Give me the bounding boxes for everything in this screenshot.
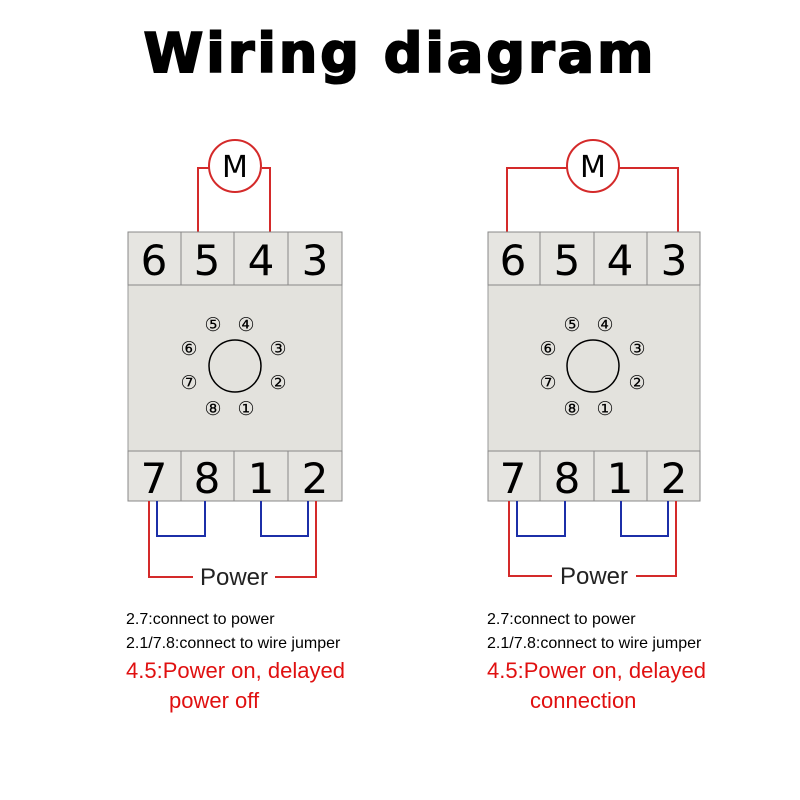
bottom-terminal-strip: 7 8 1 2 xyxy=(487,450,701,503)
pin-7: ⑦ xyxy=(180,372,197,394)
top-terminal-3: 3 xyxy=(302,236,329,285)
note-function-cont: connection xyxy=(530,688,637,713)
note-jumper: 2.1/7.8:connect to wire jumper xyxy=(487,635,702,652)
top-terminal-4: 4 xyxy=(248,236,275,285)
motor-label: M xyxy=(580,150,606,185)
jumper-wire-7-8 xyxy=(156,501,206,537)
pin-5: ⑤ xyxy=(563,314,580,336)
power-wire-left xyxy=(508,501,552,577)
note-function-cont: power off xyxy=(169,688,260,713)
bottom-terminal-2: 2 xyxy=(661,454,688,503)
pin-7: ⑦ xyxy=(539,372,556,394)
pin-8: ⑧ xyxy=(563,398,580,420)
top-terminal-4: 4 xyxy=(607,236,634,285)
power-wire-left xyxy=(148,501,193,578)
top-terminal-5: 5 xyxy=(554,236,581,285)
motor-wire-left xyxy=(197,167,212,232)
bottom-terminal-1: 1 xyxy=(248,454,275,503)
bottom-terminal-8: 8 xyxy=(554,454,581,503)
power-wire-right xyxy=(275,501,317,578)
notes-left: 2.7:connect to power 2.1/7.8:connect to … xyxy=(126,608,345,716)
socket-center-circle xyxy=(208,339,262,393)
pin-5: ⑤ xyxy=(204,314,221,336)
bottom-terminal-strip: 7 8 1 2 xyxy=(127,450,343,503)
jumper-wire-7-8 xyxy=(516,501,566,537)
bottom-terminal-7: 7 xyxy=(141,454,168,503)
pin-1: ① xyxy=(596,398,613,420)
top-terminal-3: 3 xyxy=(661,236,688,285)
note-function: 4.5:Power on, delayed xyxy=(487,658,706,683)
motor-icon xyxy=(566,139,620,193)
pin-6: ⑥ xyxy=(180,338,197,360)
note-power: 2.7:connect to power xyxy=(487,611,636,628)
pin-6: ⑥ xyxy=(539,338,556,360)
page-title: Wiring diagram xyxy=(143,21,657,86)
jumper-wire-1-2 xyxy=(620,501,669,537)
wiring-diagram-right: M 6 5 4 3 ⑤ ④ ⑥ ③ ⑦ ② ⑧ ① 7 8 1 2 Power xyxy=(487,139,701,590)
motor-wire-left xyxy=(506,167,567,232)
power-wire-right xyxy=(636,501,677,577)
bottom-terminal-7: 7 xyxy=(500,454,527,503)
top-terminal-strip: 6 5 4 3 xyxy=(487,231,701,286)
pin-2: ② xyxy=(269,372,286,394)
pin-4: ④ xyxy=(237,314,254,336)
top-terminal-5: 5 xyxy=(194,236,221,285)
pin-2: ② xyxy=(628,372,645,394)
relay-body xyxy=(487,284,701,452)
pin-8: ⑧ xyxy=(204,398,221,420)
top-terminal-strip: 6 5 4 3 xyxy=(127,231,343,286)
pin-1: ① xyxy=(237,398,254,420)
power-label: Power xyxy=(560,563,628,590)
wiring-diagram-left: M 6 5 4 3 ⑤ ④ ⑥ ③ ⑦ ② ⑧ ① 7 8 1 2 Power xyxy=(127,139,343,591)
motor-wire-right xyxy=(619,167,679,232)
pin-3: ③ xyxy=(628,338,645,360)
note-function: 4.5:Power on, delayed xyxy=(126,658,345,683)
bottom-terminal-1: 1 xyxy=(607,454,634,503)
top-terminal-6: 6 xyxy=(141,236,168,285)
bottom-terminal-8: 8 xyxy=(194,454,221,503)
motor-wire-right xyxy=(262,167,271,232)
top-terminal-6: 6 xyxy=(500,236,527,285)
pin-3: ③ xyxy=(269,338,286,360)
note-power: 2.7:connect to power xyxy=(126,611,275,628)
power-label: Power xyxy=(200,564,268,591)
bottom-terminal-2: 2 xyxy=(302,454,329,503)
jumper-wire-1-2 xyxy=(260,501,309,537)
note-jumper: 2.1/7.8:connect to wire jumper xyxy=(126,635,341,652)
socket-center-circle xyxy=(566,339,620,393)
motor-label: M xyxy=(222,150,248,185)
motor-icon xyxy=(208,139,262,193)
relay-body xyxy=(127,284,343,452)
notes-right: 2.7:connect to power 2.1/7.8:connect to … xyxy=(487,608,706,716)
pin-4: ④ xyxy=(596,314,613,336)
